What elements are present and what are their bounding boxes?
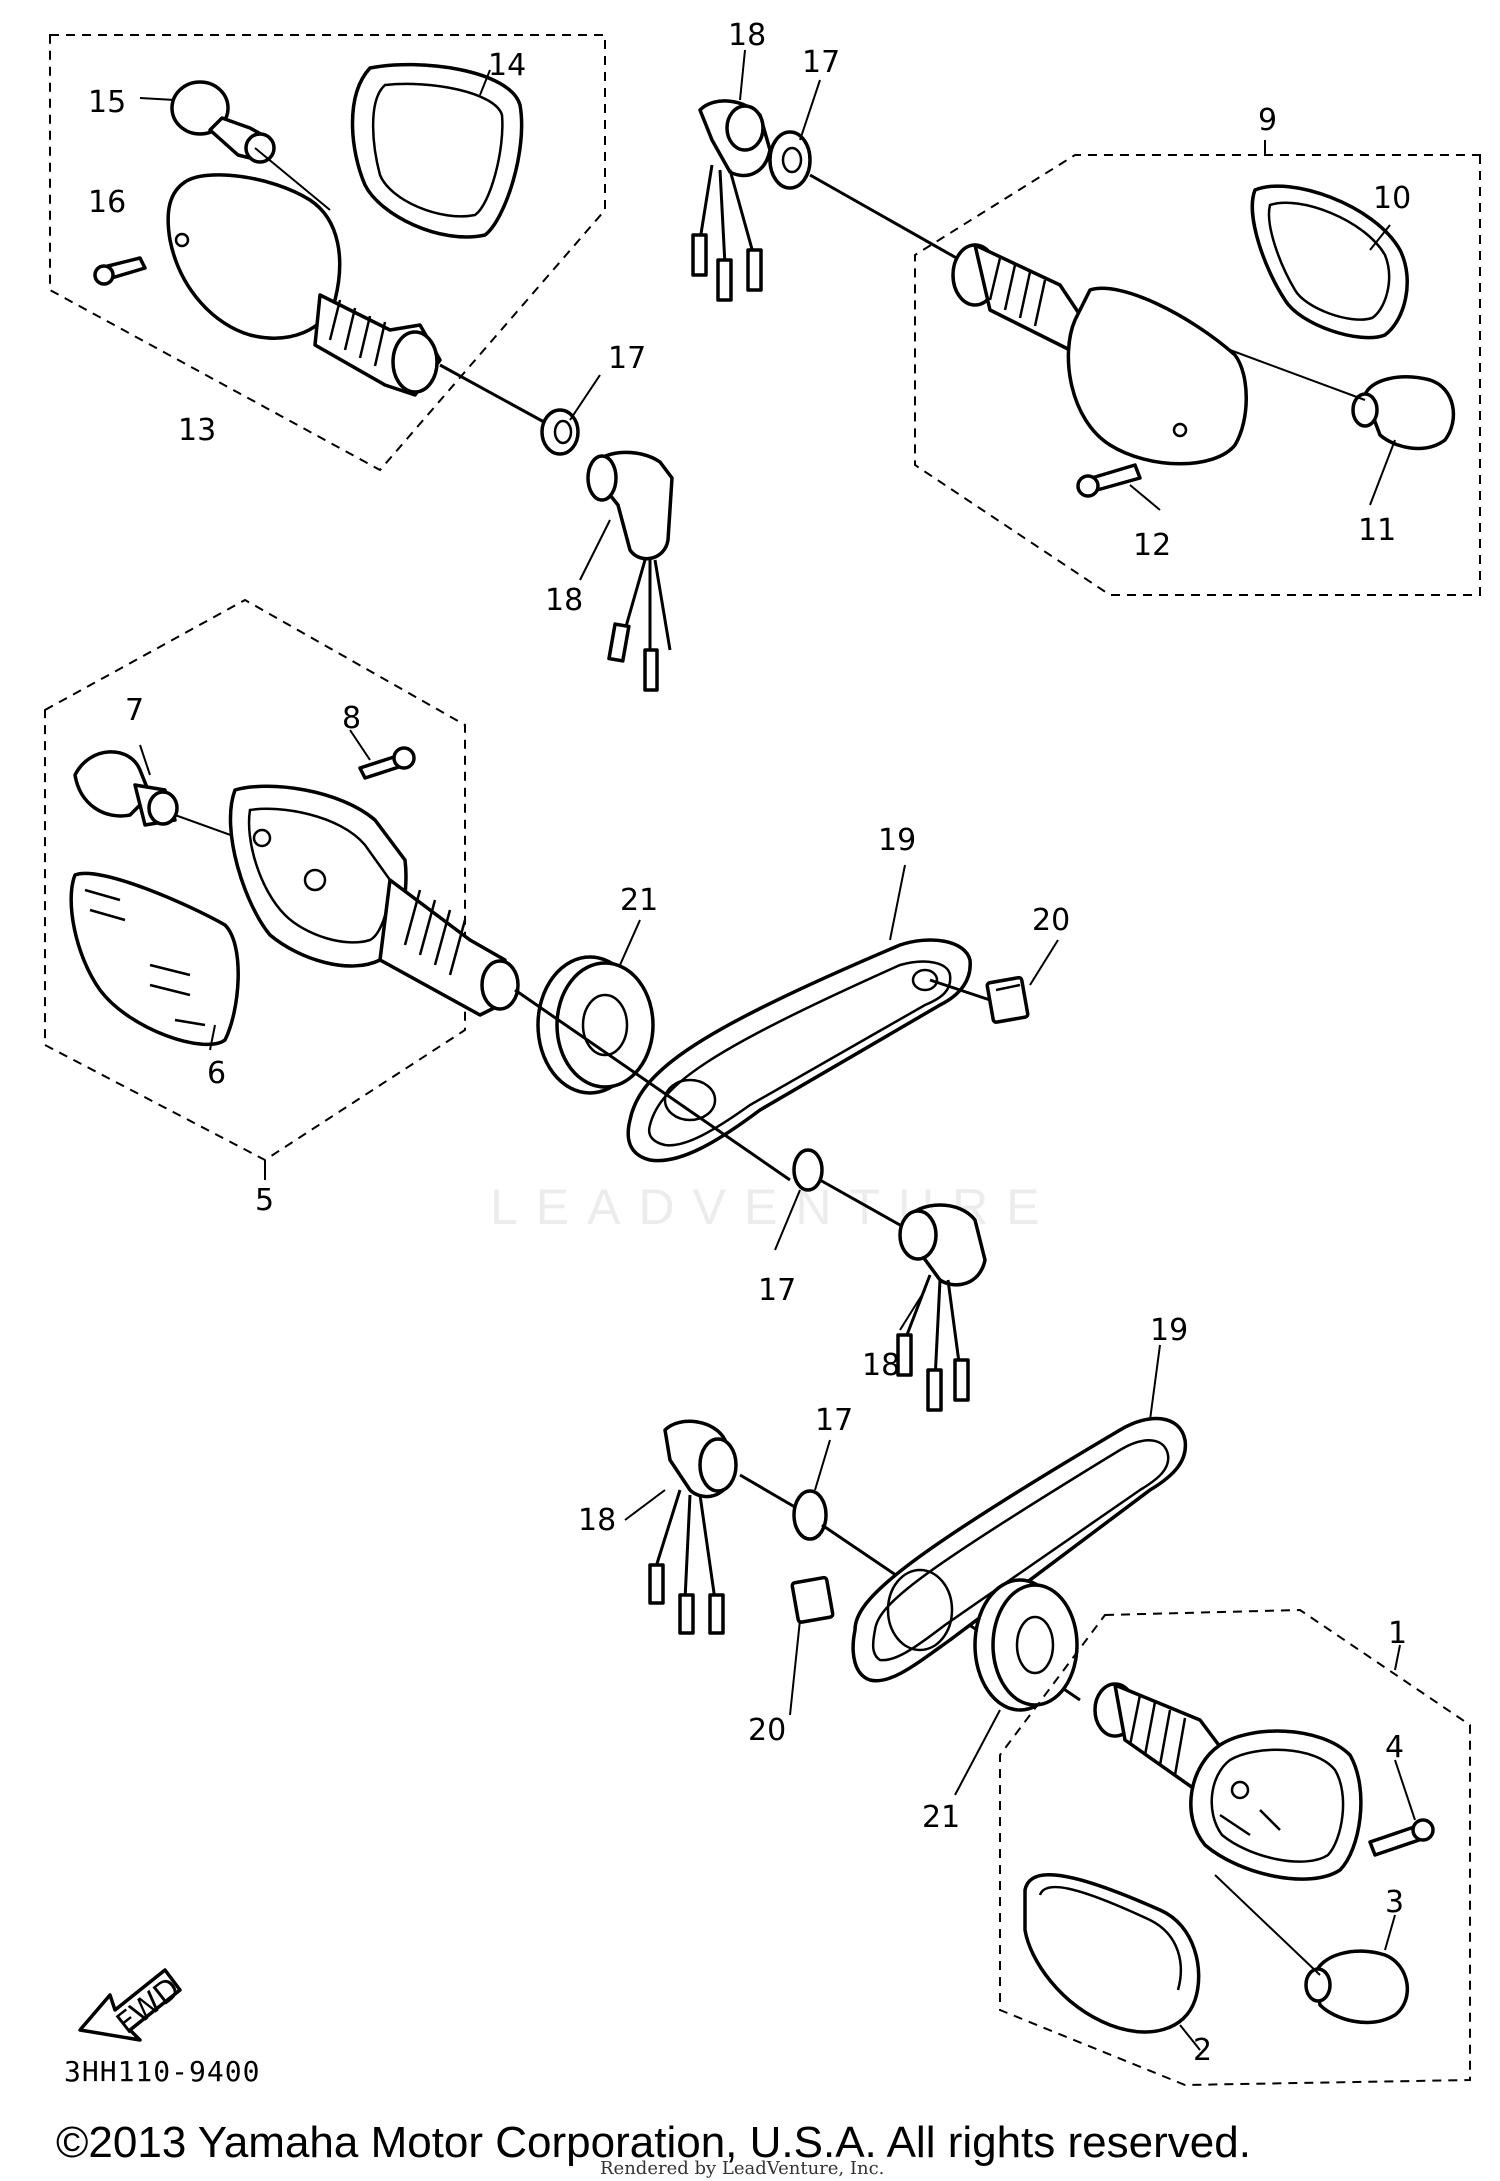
callout-2: 2 xyxy=(1193,2033,1212,2068)
assembly-13-turn-signal xyxy=(49,34,674,692)
callout-11: 11 xyxy=(1358,513,1396,548)
callout-18-middle: 18 xyxy=(862,1348,900,1383)
callout-18-lower: 18 xyxy=(578,1503,616,1538)
callout-16: 16 xyxy=(88,185,126,220)
callout-18-upper-left: 18 xyxy=(545,583,583,618)
callout-17-upper-left: 17 xyxy=(608,341,646,376)
copyright-notice: ©2013 Yamaha Motor Corporation, U.S.A. A… xyxy=(56,2118,1251,2167)
part-code: 3HH110-9400 xyxy=(64,2055,261,2088)
callout-17-top: 17 xyxy=(802,45,840,80)
callout-14: 14 xyxy=(488,48,526,83)
callout-21-middle: 21 xyxy=(620,883,658,918)
callout-1: 1 xyxy=(1388,1616,1407,1651)
callout-13: 13 xyxy=(178,413,216,448)
callout-17-lower: 17 xyxy=(815,1403,853,1438)
rendered-by-notice: Rendered by LeadVenture, Inc. xyxy=(600,2158,885,2179)
callout-5: 5 xyxy=(255,1183,274,1218)
fwd-arrow-icon: FWD xyxy=(78,1968,187,2042)
callout-19-lower: 19 xyxy=(1150,1313,1188,1348)
bracket-assembly-lower xyxy=(624,1344,1188,1796)
callout-4: 4 xyxy=(1385,1730,1404,1765)
callout-20-lower: 20 xyxy=(748,1713,786,1748)
assembly-5-turn-signal xyxy=(44,598,520,1180)
callout-18-top: 18 xyxy=(728,18,766,53)
bracket-assembly-middle xyxy=(139,729,1059,1412)
callout-labels: 1 2 3 4 5 6 7 8 9 10 11 12 13 14 15 16 1… xyxy=(88,18,1411,2068)
callout-19-middle: 19 xyxy=(878,823,916,858)
callout-20-middle: 20 xyxy=(1032,903,1070,938)
callout-6: 6 xyxy=(207,1056,226,1091)
callout-15: 15 xyxy=(88,85,126,120)
callout-3: 3 xyxy=(1385,1885,1404,1920)
assembly-9-turn-signal xyxy=(691,49,1481,596)
callout-10: 10 xyxy=(1373,181,1411,216)
callout-8: 8 xyxy=(342,701,361,736)
callout-12: 12 xyxy=(1133,528,1171,563)
callout-17-middle: 17 xyxy=(758,1273,796,1308)
callout-21-lower: 21 xyxy=(922,1800,960,1835)
assembly-1-turn-signal xyxy=(999,1608,1471,2087)
callout-9: 9 xyxy=(1258,103,1277,138)
callout-7: 7 xyxy=(125,693,144,728)
